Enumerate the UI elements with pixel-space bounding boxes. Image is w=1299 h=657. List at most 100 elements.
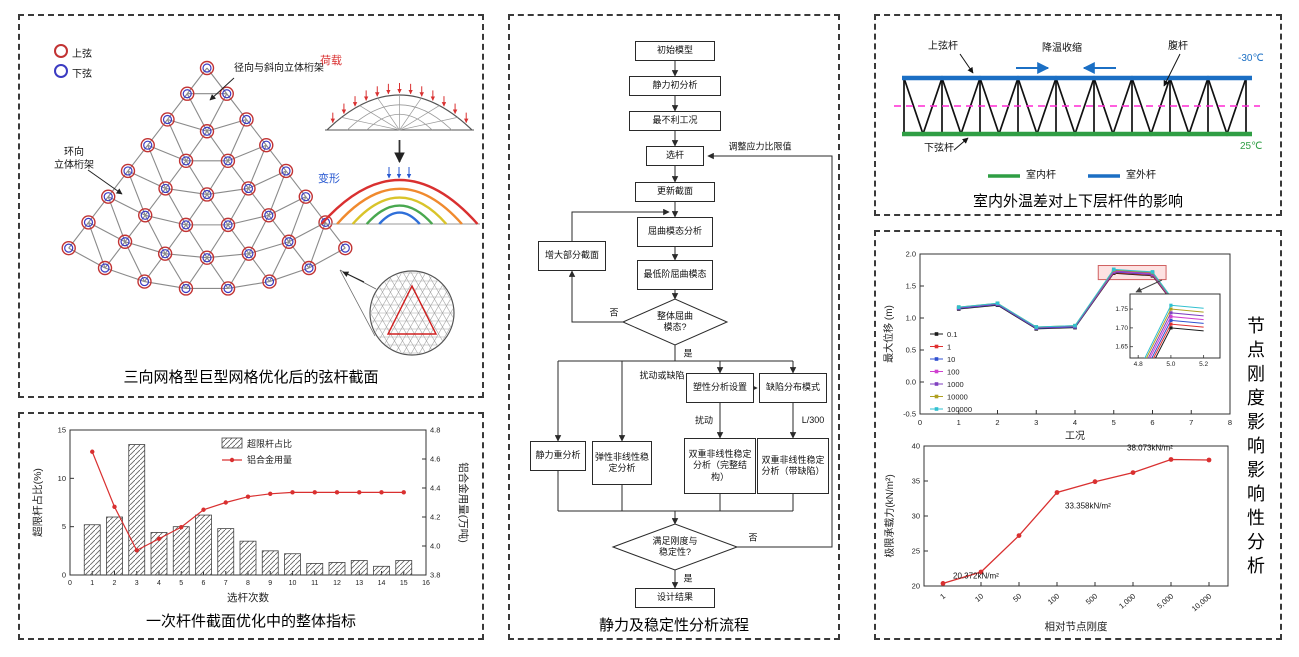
flowchart-node-static_pre: 静力初分析 bbox=[629, 76, 721, 96]
bar bbox=[350, 560, 368, 576]
truss-figure bbox=[894, 53, 1260, 178]
detail-triangle bbox=[386, 284, 438, 335]
flowchart-caption: 静力及稳定性分析流程 bbox=[598, 618, 749, 634]
optimization-caption: 一次杆件截面优化中的整体指标 bbox=[145, 614, 356, 630]
legend-entry: 1000 bbox=[947, 380, 964, 389]
bar bbox=[150, 532, 168, 576]
deformation-label: 变形 bbox=[318, 173, 340, 185]
legend-entry: 100000 bbox=[947, 405, 972, 414]
inset-y-tick: 1.70 bbox=[1115, 325, 1128, 332]
inset-y-tick: 1.75 bbox=[1115, 306, 1128, 313]
x-tick: 1 bbox=[90, 580, 94, 587]
x-tick: 4 bbox=[1073, 418, 1077, 427]
outdoor-temp-label: -30℃ bbox=[1238, 53, 1264, 64]
annotation: 33.358kN/m² bbox=[1065, 501, 1111, 510]
x-tick: 10,000 bbox=[1190, 592, 1213, 614]
bar bbox=[261, 550, 279, 576]
ring-truss-label: 环向 立体桁架 bbox=[54, 147, 94, 171]
x-tick: 11 bbox=[311, 580, 318, 587]
bar bbox=[373, 565, 390, 576]
legend-entry: 10 bbox=[947, 355, 955, 364]
flowchart-node-initial_model: 初始模型 bbox=[635, 41, 715, 61]
flowchart-diamond-text-global_mode_q: 整体屈曲模态? bbox=[656, 311, 693, 332]
inset-x-tick: 5.0 bbox=[1166, 361, 1175, 368]
y-tick-left: 0 bbox=[62, 571, 66, 580]
y-tick-left: 5 bbox=[62, 522, 66, 531]
flowchart-label-perturb_or_defect: 扰动或缺陷 bbox=[639, 370, 685, 381]
flowchart-node-worst_case: 最不利工况 bbox=[629, 111, 721, 131]
annotation: 20.372kN/m² bbox=[953, 571, 999, 580]
x-tick: 3 bbox=[1034, 418, 1038, 427]
bar bbox=[306, 562, 324, 576]
y-tick-right: 4.4 bbox=[430, 484, 440, 493]
x-tick: 12 bbox=[333, 580, 341, 587]
x-tick: 1,000 bbox=[1117, 592, 1137, 611]
bottom-chord-label: 下弦杆 bbox=[924, 143, 954, 154]
x-tick: 10 bbox=[973, 592, 985, 604]
legend-entry: 100 bbox=[947, 368, 960, 377]
x-tick: 14 bbox=[378, 580, 386, 587]
load-label: 荷载 bbox=[320, 55, 342, 67]
flowchart-nodes: 初始模型静力初分析最不利工况选杆更新截面屈曲模态分析最低阶屈曲模态增大部分截面塑… bbox=[510, 16, 838, 636]
panel-analysis-flowchart: 初始模型静力初分析最不利工况选杆更新截面屈曲模态分析最低阶屈曲模态增大部分截面塑… bbox=[508, 14, 840, 640]
legend-bar-label: 超限杆占比 bbox=[247, 438, 292, 449]
legend-entry: 0.1 bbox=[947, 330, 957, 339]
x-tick: 5 bbox=[179, 580, 183, 587]
flowchart-node-buckling_analysis: 屈曲模态分析 bbox=[637, 217, 713, 247]
flowchart-node-elastic_nl: 弹性非线性稳定分析 bbox=[592, 441, 652, 485]
y-axis-label-right: 铝合金用量(万吨) bbox=[457, 462, 470, 543]
x-tick: 6 bbox=[202, 580, 206, 587]
lower-chord-ring-icon bbox=[54, 64, 68, 78]
legend-outdoor-label: 室外杆 bbox=[1126, 170, 1156, 181]
stiffness-side-caption: 节点刚度影响影响性分析 bbox=[1245, 316, 1265, 580]
x-tick: 2 bbox=[995, 418, 999, 427]
x-tick: 1 bbox=[938, 592, 947, 602]
flowchart-label-no_1: 否 bbox=[609, 307, 619, 318]
y-tick: 25 bbox=[912, 547, 920, 556]
y-tick-left: 15 bbox=[58, 426, 66, 435]
flowchart-node-design_result: 设计结果 bbox=[635, 588, 715, 608]
y-tick: 2.0 bbox=[906, 250, 916, 259]
panel-dome-section: 上弦 下弦 径向与斜向立体桁架 环向 立体桁架 荷载 变形 三向网格型巨型网格优… bbox=[18, 14, 484, 398]
lower-chord-label: 下弦 bbox=[72, 69, 92, 80]
flowchart-label-adjust_ratio: 调整应力比限值 bbox=[728, 141, 792, 152]
dome-caption: 三向网格型巨型网格优化后的弦杆截面 bbox=[123, 370, 379, 386]
inset-x-tick: 5.2 bbox=[1199, 361, 1208, 368]
x-tick: 7 bbox=[1189, 418, 1193, 427]
y-tick: 30 bbox=[912, 512, 920, 521]
bar bbox=[217, 528, 235, 576]
x-tick: 13 bbox=[355, 580, 363, 587]
flowchart-label-l300: L/300 bbox=[801, 415, 825, 425]
y-tick-left: 10 bbox=[58, 474, 66, 483]
upper-chord-label: 上弦 bbox=[72, 49, 92, 60]
x-tick: 4 bbox=[157, 580, 161, 587]
truss-caption: 室内外温差对上下层杆件的影响 bbox=[972, 194, 1183, 210]
flowchart-diamond-text-stiff_stable_q: 满足刚度与稳定性? bbox=[652, 536, 698, 557]
bar bbox=[284, 553, 301, 576]
x-tick: 6 bbox=[1150, 418, 1154, 427]
y-tick-right: 4.0 bbox=[430, 542, 440, 551]
flowchart-node-increase_section: 增大部分截面 bbox=[538, 241, 606, 271]
x-tick: 0 bbox=[68, 580, 72, 587]
radial-truss-label: 径向与斜向立体桁架 bbox=[234, 63, 324, 74]
y-axis-label-left: 超限杆占比(%) bbox=[31, 468, 44, 537]
x-tick: 500 bbox=[1084, 592, 1099, 607]
y-tick: 1.0 bbox=[906, 314, 916, 323]
y-tick: 0.5 bbox=[906, 346, 916, 355]
x-axis-label: 工况 bbox=[1065, 430, 1085, 442]
bar bbox=[83, 524, 101, 576]
bar bbox=[128, 444, 146, 576]
inset-y-tick: 1.65 bbox=[1115, 344, 1128, 351]
flowchart-label-no_2: 否 bbox=[748, 532, 758, 543]
x-tick: 10 bbox=[289, 580, 297, 587]
inset-x-tick: 4.8 bbox=[1134, 361, 1143, 368]
flowchart-connectors bbox=[554, 61, 833, 589]
cooling-shrink-label: 降温收缩 bbox=[1042, 43, 1082, 54]
bar bbox=[395, 560, 413, 576]
x-axis-label: 选杆次数 bbox=[227, 591, 269, 604]
y-tick-right: 4.2 bbox=[430, 513, 440, 522]
